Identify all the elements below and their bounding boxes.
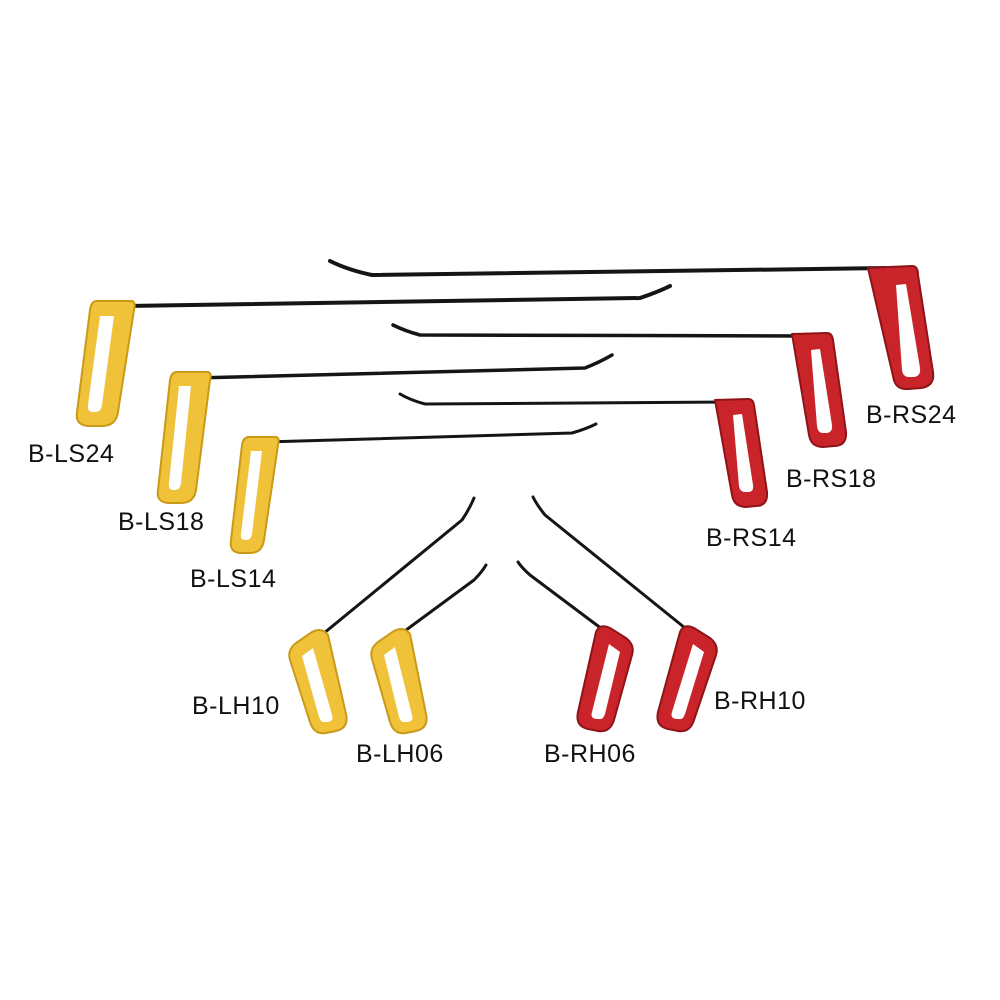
yellow-handle-slot [168, 386, 191, 490]
red-handle-slot [733, 414, 754, 492]
label-b-rs18: B-RS18 [786, 465, 877, 493]
tool-b-lh10 [288, 496, 476, 735]
yellow-handle-slot [302, 648, 333, 723]
label-b-rs14: B-RS14 [706, 524, 797, 552]
label-b-lh10: B-LH10 [192, 692, 280, 720]
rod [516, 560, 608, 634]
yellow-handle-slot [240, 451, 262, 540]
label-b-ls18: B-LS18 [118, 508, 205, 536]
red-handle-slot [896, 284, 921, 377]
red-handle-slot [591, 644, 620, 720]
label-b-ls14: B-LS14 [190, 565, 277, 593]
label-b-ls24: B-LS24 [28, 440, 115, 468]
rod [391, 323, 812, 338]
rod [193, 353, 614, 380]
yellow-handle-slot [384, 647, 413, 723]
tool-b-ls18 [156, 353, 614, 504]
label-b-lh06: B-LH06 [356, 740, 444, 768]
rod [398, 392, 732, 406]
red-handle-slot [671, 644, 704, 720]
rod [123, 284, 672, 308]
tool-b-ls24 [75, 284, 672, 427]
tool-b-ls14 [229, 422, 598, 554]
red-handle-slot [811, 349, 833, 433]
rod [263, 422, 598, 444]
tool-b-rs18 [391, 323, 848, 448]
rod [396, 563, 488, 638]
tool-b-rh10 [531, 495, 718, 733]
rod [316, 496, 476, 640]
tool-b-lh06 [370, 563, 488, 735]
yellow-handle-slot [87, 316, 114, 412]
label-b-rh06: B-RH06 [544, 740, 636, 768]
tool-b-rh06 [516, 560, 634, 733]
rod [328, 259, 888, 277]
label-b-rs24: B-RS24 [866, 401, 957, 429]
rod [531, 495, 692, 634]
label-b-rh10: B-RH10 [714, 687, 806, 715]
tool-b-rs24 [328, 259, 935, 391]
tool-b-rs14 [398, 392, 769, 508]
